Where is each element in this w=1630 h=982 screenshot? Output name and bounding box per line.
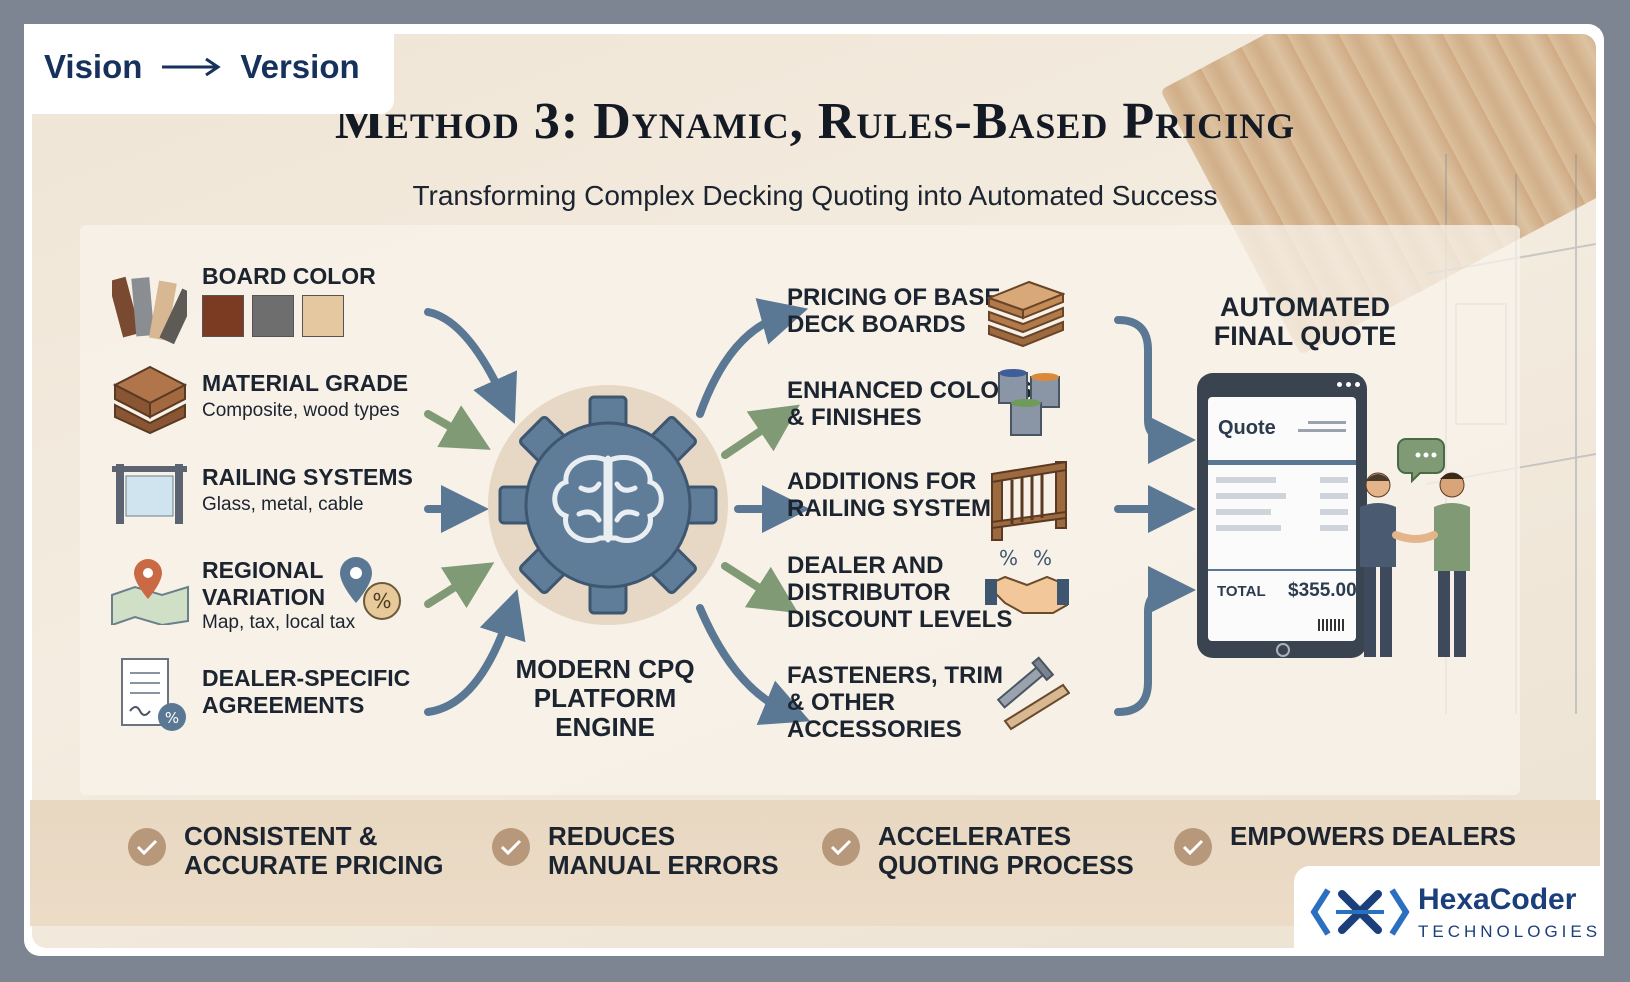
swatch-brown: [202, 295, 244, 337]
handshake-discount-icon: % %: [985, 546, 1069, 614]
input-label-board-color: BOARD COLOR: [202, 263, 376, 289]
check-icon: [822, 828, 860, 866]
quote-total-value: $355.00: [1288, 580, 1357, 601]
brand-header: Vision Version: [44, 48, 360, 86]
benefit-4: EMPOWERS DEALERS: [1174, 822, 1516, 866]
tablet-device: Quote TOTAL $355.00: [1197, 373, 1367, 658]
brain-gear-icon: [498, 395, 718, 615]
check-icon: [128, 828, 166, 866]
board-color-swatches: [202, 295, 344, 337]
check-icon: [1174, 828, 1212, 866]
paint-cans-icon: [998, 369, 1060, 436]
barcode-icon: [1318, 619, 1344, 631]
hexacoder-logo-icon: [1310, 888, 1410, 936]
brand-version: Version: [240, 48, 360, 85]
final-quote-label: AUTOMATED FINAL QUOTE: [1213, 292, 1397, 351]
page-title: Method 3: Dynamic, Rules-Based Pricing: [334, 93, 1296, 150]
svg-text:%: %: [999, 546, 1018, 570]
brand-tab: [24, 24, 394, 114]
swatch-tan: [302, 295, 344, 337]
input-desc-railing-systems: Glass, metal, cable: [202, 494, 364, 515]
color-swatch-icon: [112, 276, 187, 344]
output-label-discount-levels: DEALER AND DISTRIBUTOR DISCOUNT LEVELS: [787, 552, 1013, 633]
quote-heading: Quote: [1218, 417, 1276, 439]
input-desc-regional-variation: Map, tax, local tax: [202, 612, 356, 633]
benefit-text-1: CONSISTENT & ACCURATE PRICING: [184, 821, 444, 880]
benefit-1: CONSISTENT & ACCURATE PRICING: [128, 822, 444, 880]
output-label-base-boards: PRICING OF BASE DECK BOARDS: [787, 284, 1001, 338]
svg-text:%: %: [1033, 546, 1052, 570]
input-label-railing-systems: RAILING SYSTEMS: [202, 464, 413, 490]
benefit-2: REDUCES MANUAL ERRORS: [492, 822, 779, 880]
tablet-dots: [1337, 382, 1360, 387]
input-desc-material-grade: Composite, wood types: [202, 400, 400, 421]
deck-boards-icon: [986, 280, 1065, 348]
engine-label: MODERN CPQ PLATFORM ENGINE: [515, 654, 695, 742]
check-icon: [492, 828, 530, 866]
screw-trim-icon: [996, 656, 1070, 731]
benefit-text-2: REDUCES MANUAL ERRORS: [548, 821, 779, 880]
logo-name: HexaCoder: [1418, 883, 1577, 916]
benefit-text-4: EMPOWERS DEALERS: [1230, 821, 1517, 851]
quote-total-label: TOTAL: [1217, 583, 1266, 600]
quote-screen: Quote TOTAL $355.00: [1208, 397, 1357, 641]
wood-planks-icon: [112, 365, 188, 435]
swatch-gray: [252, 295, 294, 337]
logo-tagline: TECHNOLOGIES: [1418, 922, 1602, 941]
svg-text:%: %: [165, 709, 179, 727]
output-label-fasteners: FASTENERS, TRIM & OTHER ACCESSORIES: [787, 662, 1004, 743]
input-label-regional-variation: REGIONAL VARIATION: [202, 557, 326, 610]
pin-percent-icon: %: [340, 557, 401, 620]
tablet-home-button: [1276, 643, 1290, 657]
benefit-3: ACCELERATES QUOTING PROCESS: [822, 822, 1134, 880]
brand-vision: Vision: [44, 48, 143, 85]
svg-text:%: %: [372, 589, 391, 613]
railing-icon: [991, 460, 1067, 541]
benefit-text-3: ACCELERATES QUOTING PROCESS: [878, 821, 1134, 880]
input-label-dealer-agreements: DEALER-SPECIFIC AGREEMENTS: [202, 665, 411, 718]
map-pin-icon: [111, 559, 189, 625]
glass-railing-icon: [112, 464, 187, 524]
page-subtitle: Transforming Complex Decking Quoting int…: [412, 180, 1218, 211]
input-label-material-grade: MATERIAL GRADE: [202, 370, 409, 396]
handshake-people-icon: [1360, 438, 1470, 657]
arrow-right-icon: [162, 57, 222, 77]
output-label-railing-additions: ADDITIONS FOR RAILING SYSTEM: [787, 468, 992, 522]
contract-document-icon: %: [121, 658, 186, 731]
